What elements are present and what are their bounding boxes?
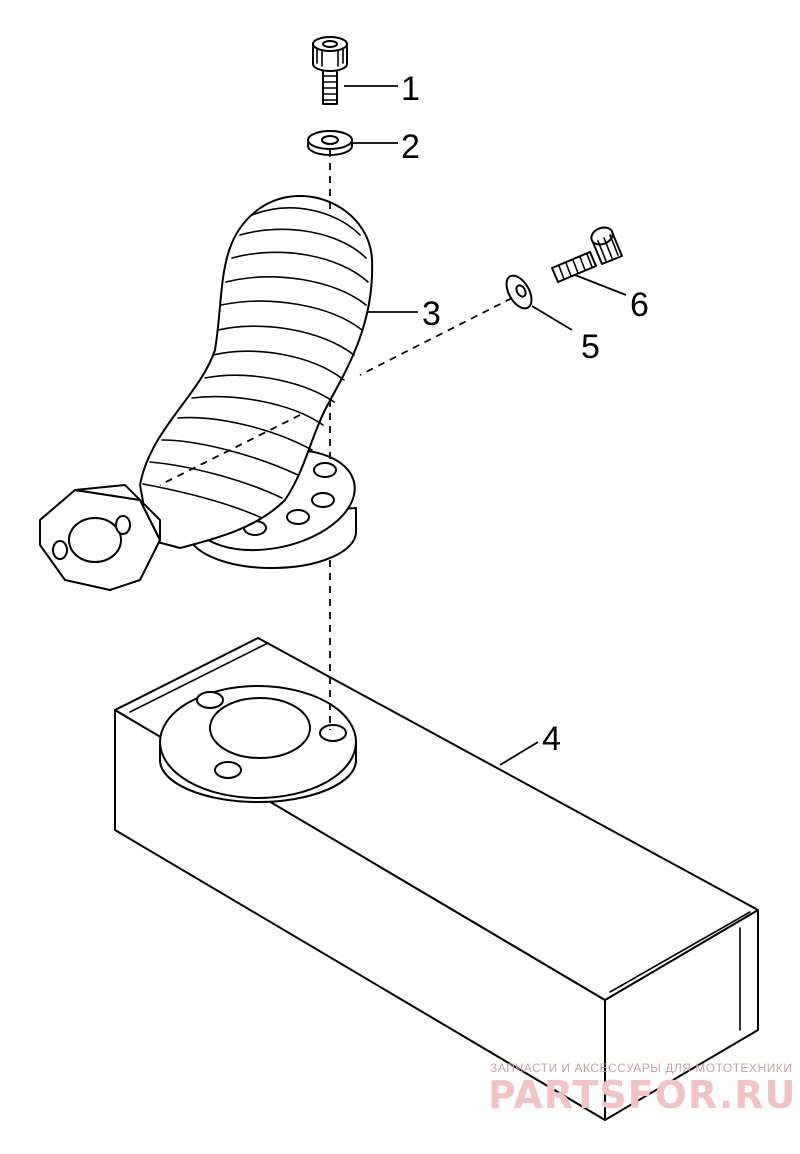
part-6-screw [551,226,623,283]
callout-4: 4 [542,720,561,758]
part-4-muffler-body [114,637,759,1121]
part-2-washer [307,130,353,156]
watermark-brand: PARTSFOR.RU [488,1073,796,1117]
part-5-washer [505,274,533,310]
part-1-cap-screw [312,36,348,105]
callout-6: 6 [630,286,649,324]
assembly-lines [159,150,513,730]
callout-3: 3 [422,295,441,333]
part-3-exhaust-pipe [39,195,374,591]
watermark-tagline: ЗАПЧАСТИ И АКСЕССУАРЫ ДЛЯ МОТОТЕХНИКИ [490,1061,792,1075]
watermark: ЗАПЧАСТИ И АКСЕССУАРЫ ДЛЯ МОТОТЕХНИКИ PA… [488,1061,796,1117]
callout-2: 2 [401,128,420,166]
callout-labels: 1 2 3 4 5 6 [401,70,649,758]
callout-5: 5 [581,328,600,366]
leader-lines [344,85,627,766]
callout-1: 1 [401,70,420,108]
